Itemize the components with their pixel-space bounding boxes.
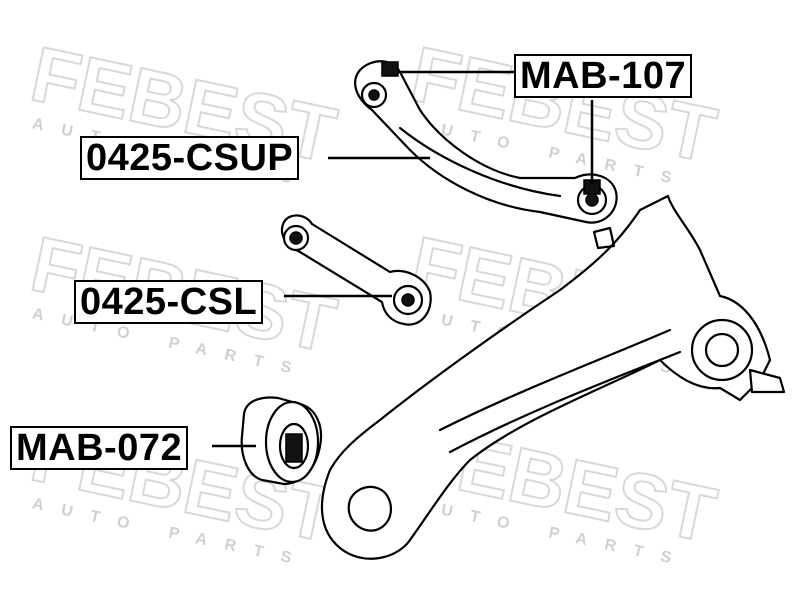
- leader-lines: [212, 70, 594, 448]
- lateral-link-drawing: [280, 214, 432, 326]
- part-label-mab107: MAB-107: [514, 54, 693, 98]
- part-label-0425-csl: 0425-CSL: [74, 280, 264, 324]
- part-label-0425-csup: 0425-CSUP: [80, 136, 300, 180]
- upper-control-arm-drawing: [354, 60, 618, 224]
- bushing-drawing: [240, 396, 323, 486]
- trailing-arm-drawing: [320, 194, 786, 560]
- part-label-mab072: MAB-072: [10, 426, 189, 470]
